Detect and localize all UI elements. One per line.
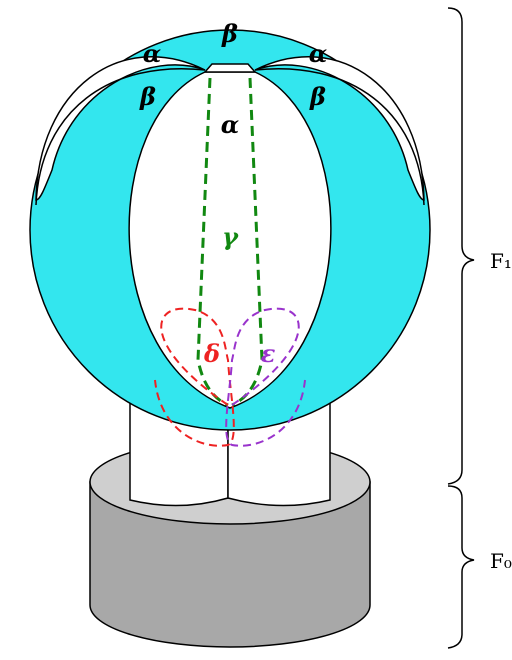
label-delta: δ <box>203 339 220 368</box>
brace-f1 <box>447 7 475 485</box>
label-beta-top: β <box>221 19 238 48</box>
alpha-band-right <box>254 56 425 201</box>
label-alpha-right: α <box>309 39 327 68</box>
label-beta-right: β <box>309 82 326 111</box>
delta-loop <box>154 307 235 447</box>
brace-f0 <box>447 485 475 649</box>
arc-right <box>254 68 425 206</box>
label-alpha-left: α <box>143 39 161 68</box>
label-alpha-center: α <box>221 110 239 139</box>
top-opening <box>203 63 257 73</box>
gamma-curve-left <box>196 77 229 407</box>
gamma-curve-right <box>231 77 264 407</box>
arc-left <box>35 68 206 206</box>
label-gamma: γ <box>222 222 239 251</box>
label-beta-left: β <box>139 82 156 111</box>
base-side <box>89 481 371 648</box>
label-f0: F₀ <box>490 549 512 573</box>
gamma-curves <box>196 77 264 407</box>
alpha-band-left <box>35 56 206 201</box>
label-f1: F₁ <box>490 249 512 273</box>
epsilon-loop <box>225 307 306 447</box>
label-epsilon: ε <box>261 339 276 368</box>
central-lens <box>128 71 332 409</box>
